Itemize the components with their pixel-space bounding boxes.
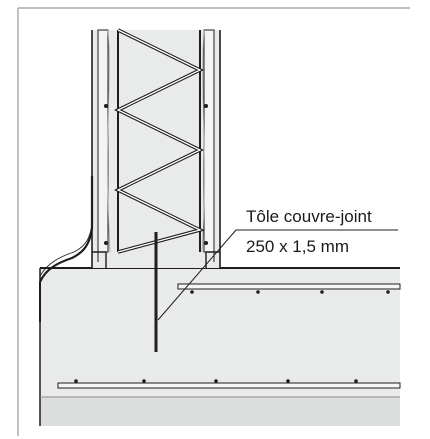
concrete-slab [39,267,400,426]
right-shell-panel [201,29,215,253]
wall-base [92,251,220,268]
slab-bottom-rebar [57,379,401,389]
drawing-frame [17,7,410,436]
wall-rebar-dots [104,104,208,245]
left-shell-panel [97,29,111,253]
callout-dimensions: 250 x 1,5 mm [246,237,349,256]
slab-top-rebar [177,283,401,294]
joint-cover-sheet [38,176,94,322]
callout-title: Tôle couvre-joint [246,207,372,226]
callout-leader [157,229,398,321]
lattice-truss [114,28,205,254]
